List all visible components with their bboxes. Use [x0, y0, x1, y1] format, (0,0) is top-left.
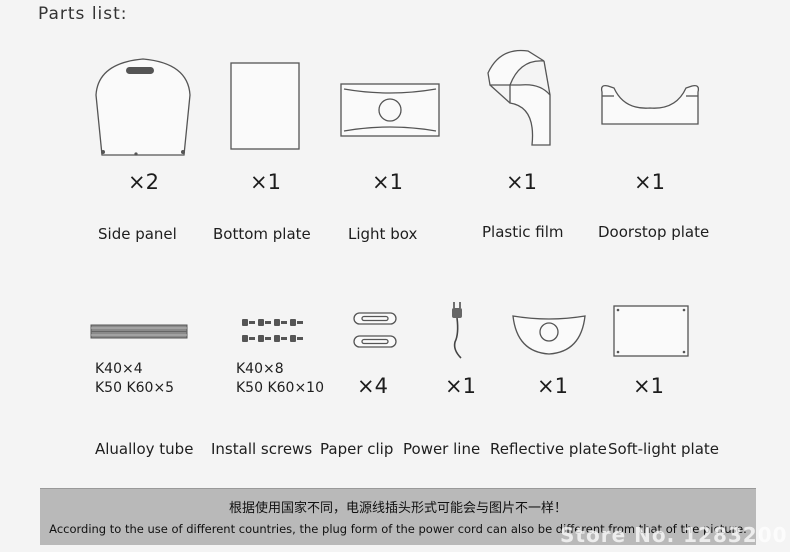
bottom-plate-icon: [230, 62, 300, 150]
reflective-plate-icon: [512, 315, 586, 355]
light-box-icon: [340, 83, 440, 137]
store-watermark: Store No. 1283200: [560, 523, 788, 547]
plastic-film-icon: [487, 49, 551, 146]
alualloy-tube-icon: [90, 324, 188, 339]
power-line-qty: ×1: [445, 374, 476, 398]
paper-clip-qty: ×4: [357, 374, 388, 398]
doorstop-plate-icon: [600, 84, 700, 125]
paper-clip-label: Paper clip: [320, 440, 394, 458]
plastic-film-label: Plastic film: [482, 223, 564, 241]
soft-light-plate-label: Soft-light plate: [608, 440, 720, 458]
soft-light-plate-qty: ×1: [633, 374, 664, 398]
bottom-plate-qty: ×1: [250, 170, 281, 194]
plug-notice-chinese: 根据使用国家不同，电源线插头形式可能会与图片不一样！: [228, 501, 567, 516]
alualloy-tube-spec: K40×4 K50 K60×5: [95, 361, 175, 396]
doorstop-plate-qty: ×1: [634, 170, 665, 194]
page-title: Parts list:: [38, 4, 128, 24]
side-panel-label: Side panel: [98, 225, 177, 243]
paper-clip-icon: [353, 312, 397, 348]
side-panel-icon: [95, 58, 191, 156]
install-screws-label: Install screws: [211, 440, 313, 458]
install-screws-icon: [242, 319, 303, 342]
power-line-icon: [452, 302, 462, 359]
power-line-label: Power line: [403, 440, 481, 458]
side-panel-qty: ×2: [128, 170, 159, 194]
install-screws-spec: K40×8 K50 K60×10: [236, 361, 324, 396]
alualloy-tube-label: Alualloy tube: [95, 440, 194, 458]
doorstop-plate-label: Doorstop plate: [598, 223, 710, 241]
plastic-film-qty: ×1: [506, 170, 537, 194]
plug-notice-banner: 根据使用国家不同，电源线插头形式可能会与图片不一样！ According to …: [40, 488, 756, 545]
light-box-label: Light box: [348, 225, 418, 243]
light-box-qty: ×1: [372, 170, 403, 194]
reflective-plate-label: Reflective plate: [490, 440, 607, 458]
soft-light-plate-icon: [613, 305, 689, 357]
reflective-plate-qty: ×1: [537, 374, 568, 398]
bottom-plate-label: Bottom plate: [213, 225, 311, 243]
plug-notice-english: According to the use of different countr…: [49, 522, 747, 536]
